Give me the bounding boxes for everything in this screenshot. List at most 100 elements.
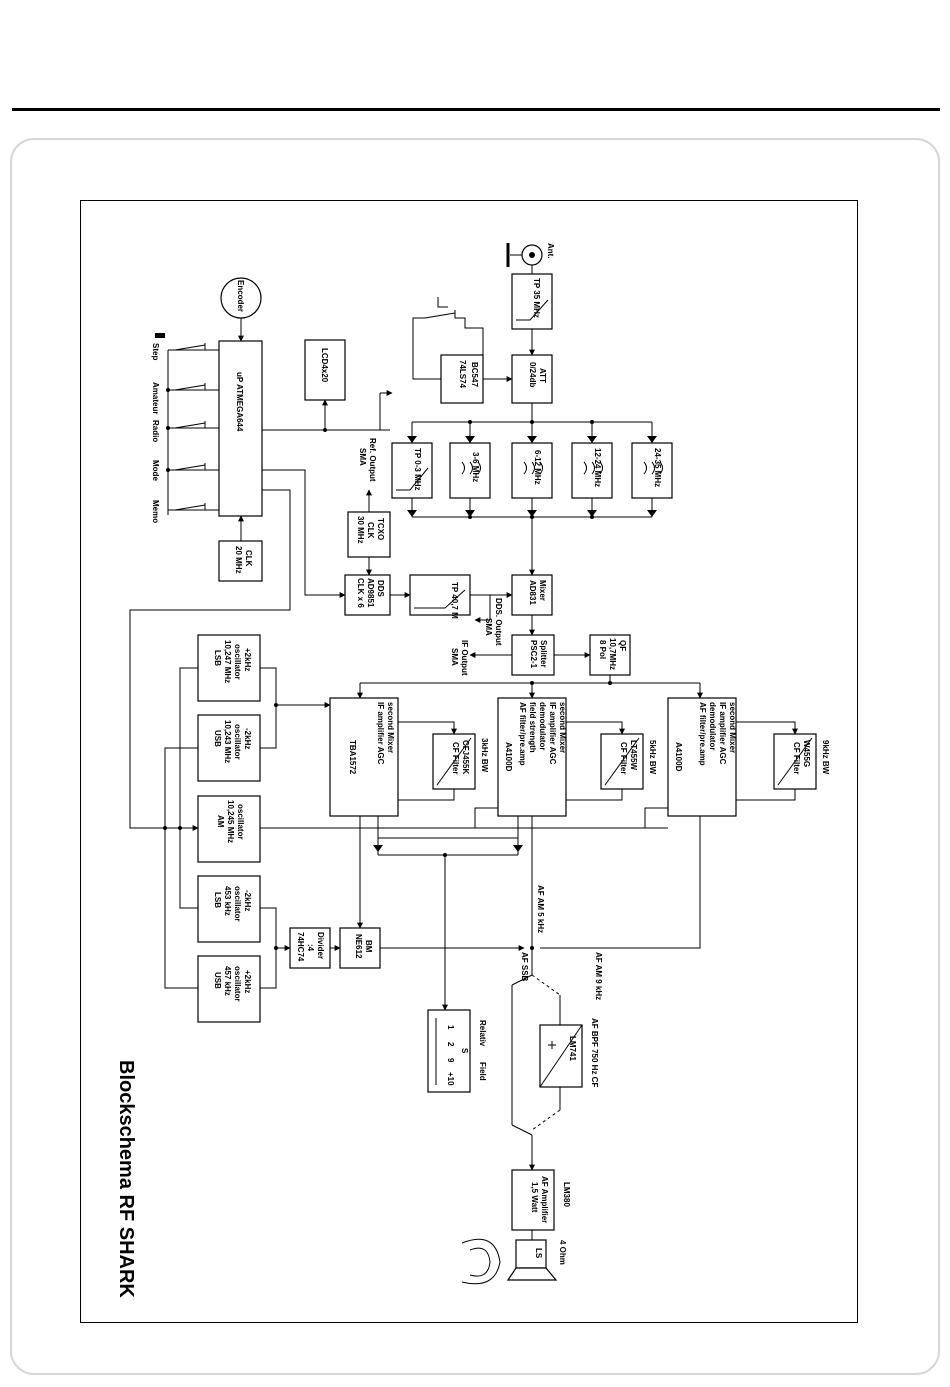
a4100d-block-1: second Mixer IF amplifier AGC demodulato…	[497, 697, 567, 817]
svg-text:3kHz BW: 3kHz BW	[480, 738, 489, 773]
svg-text:IF amplifier AGC: IF amplifier AGC	[718, 702, 727, 765]
svg-text:12-24 MHz: 12-24 MHz	[593, 448, 602, 487]
svg-text:AF filter/pre.amp: AF filter/pre.amp	[698, 702, 707, 766]
svg-text:oscillator: oscillator	[233, 644, 242, 680]
af-am9-label: AF AM 9 kHz	[594, 952, 603, 1000]
svg-text:CLK: CLK	[244, 550, 253, 567]
svg-text:LS: LS	[534, 1248, 543, 1259]
bm-block: BM NE612	[339, 927, 381, 969]
svg-text:A4100D: A4100D	[674, 742, 683, 772]
svg-text:9: 9	[446, 1058, 455, 1063]
svg-text:W455G: W455G	[802, 740, 811, 767]
switch-step: Step	[151, 343, 219, 360]
antenna: Ant.	[506, 243, 555, 267]
filter-12-24: 12-24 MHz	[571, 422, 613, 517]
osc-10243: -2kHz oscillator 10,243 MHz USB	[197, 714, 261, 782]
clk-block: CLK 20 MHz	[218, 540, 263, 582]
svg-text:Divider: Divider	[316, 932, 325, 959]
svg-text:second Mixer: second Mixer	[386, 702, 395, 753]
svg-text:1,5 Watt: 1,5 Watt	[530, 1182, 539, 1213]
svg-text:+10: +10	[446, 1072, 455, 1086]
osc-453: -2kHz oscillator 453 kHz LSB	[197, 875, 261, 943]
svg-text:second Mixer: second Mixer	[558, 702, 567, 753]
svg-text:Ref. Output: Ref. Output	[368, 438, 377, 482]
svg-text:CF Filter: CF Filter	[451, 742, 460, 774]
ref-output-label: Ref. Output SMA	[358, 438, 377, 482]
filter-24-35: 24-35 MHz	[631, 422, 673, 517]
svg-text:oscillator: oscillator	[233, 966, 242, 1002]
cf-3khz-filter: 3kHz BW CFJ455K CF Filter	[432, 733, 489, 790]
svg-text:QF: QF	[618, 640, 627, 651]
svg-text:Memo: Memo	[151, 500, 160, 523]
osc-10247: +2kHz oscillator 10,247 MHz LSB	[197, 634, 261, 702]
switch-mode: Mode	[151, 460, 219, 481]
svg-text:4 Ohm: 4 Ohm	[558, 1240, 567, 1265]
svg-text:TP 0-3 MHz: TP 0-3 MHz	[413, 448, 422, 491]
diagram-title: Blockschema RF SHARK	[115, 1060, 137, 1298]
svg-text:BC547: BC547	[470, 362, 479, 387]
bc547-block: BC547 74LS74	[440, 354, 484, 404]
field-strength-meter: Relativ Field S 1 2 9 +10	[427, 1009, 487, 1093]
af-bpf-block: AF BPF 750 Hz CF LM741	[539, 1018, 599, 1088]
svg-text:Amateur: Amateur	[151, 382, 160, 414]
svg-text:Splitter: Splitter	[539, 640, 548, 668]
af-am5-label: AF AM 5 kHz	[536, 885, 545, 933]
tcxo-block: TCXO CLK 30 MHz	[347, 511, 391, 558]
svg-text:AD831: AD831	[528, 580, 537, 605]
osc-457: +2kHz oscillator 457 kHz USB	[197, 955, 261, 1023]
svg-text:CF Filter: CF Filter	[792, 742, 801, 774]
filter-tp03: TP 0-3 MHz	[391, 422, 433, 517]
svg-text:CLK: CLK	[366, 522, 375, 539]
header-rule	[12, 108, 940, 111]
svg-text:10,7MHz: 10,7MHz	[608, 638, 617, 670]
svg-text:NE612: NE612	[354, 934, 363, 959]
svg-text:LM380: LM380	[562, 1182, 571, 1207]
lcd-block: LCD4x20	[304, 339, 346, 401]
svg-text:CLK x 6: CLK x 6	[356, 578, 365, 608]
svg-text:24-35 MHz: 24-35 MHz	[653, 448, 662, 487]
svg-text:oscillator: oscillator	[233, 724, 242, 760]
svg-text:SMA: SMA	[450, 648, 459, 666]
svg-text:Field: Field	[478, 1062, 487, 1081]
osc-10245: oscillator 10,245 MHz AM	[197, 795, 261, 863]
svg-text:Radio: Radio	[151, 420, 160, 442]
a4100d-block-2: second Mixer IF amplifier AGC demodulato…	[667, 697, 737, 817]
svg-text:LM741: LM741	[568, 1036, 577, 1061]
svg-text:+2kHz: +2kHz	[243, 648, 252, 671]
svg-text:TP 40,7 M: TP 40,7 M	[450, 582, 459, 619]
svg-text:Relativ: Relativ	[478, 1020, 487, 1047]
svg-text:20 MHz: 20 MHz	[234, 546, 243, 574]
svg-text:CF Filter: CF Filter	[619, 742, 628, 774]
svg-text:10,247 MHz: 10,247 MHz	[223, 640, 232, 683]
att-block: ATT 0/24db	[511, 354, 553, 404]
switch-amateur: Amateur	[151, 382, 219, 414]
tp40-block: TP 40,7 M	[409, 574, 471, 619]
svg-text:TCXO: TCXO	[376, 518, 385, 540]
cf-5khz-filter: 5kHz BW LT455W CF Filter	[600, 733, 657, 790]
svg-text:SMA: SMA	[358, 448, 367, 466]
svg-text:AF Amplifier: AF Amplifier	[540, 1176, 549, 1223]
svg-text:74HC74: 74HC74	[296, 932, 305, 962]
svg-text:+2kHz: +2kHz	[243, 970, 252, 993]
loudspeaker: LS 4 Ohm	[506, 1239, 567, 1281]
svg-text:3-6 MHz: 3-6 MHz	[471, 452, 480, 482]
dds-block: DDS AD9851 CLK x 6	[344, 574, 391, 616]
svg-text:457 kHz: 457 kHz	[223, 966, 232, 996]
svg-text:Encoder: Encoder	[236, 280, 245, 312]
svg-text:TBA1572: TBA1572	[348, 740, 357, 775]
svg-text:oscillator: oscillator	[236, 804, 245, 840]
dds-output-label: DDS. Output SMA	[484, 598, 503, 646]
svg-text:demodulator: demodulator	[538, 702, 547, 750]
af-ssb-label: AF SSB	[520, 952, 529, 982]
svg-text:Mode: Mode	[151, 460, 160, 481]
svg-text:30 MHz: 30 MHz	[356, 516, 365, 544]
svg-text:DDS. Output: DDS. Output	[494, 598, 503, 646]
svg-text:AF filter/pre.amp: AF filter/pre.amp	[518, 702, 527, 766]
svg-text:demodulator: demodulator	[708, 702, 717, 750]
svg-text:A4100D: A4100D	[504, 742, 513, 772]
svg-text:S: S	[460, 1048, 469, 1054]
svg-text:AD9851: AD9851	[366, 578, 375, 608]
svg-text:2: 2	[446, 1042, 455, 1047]
svg-text:DDS: DDS	[376, 580, 385, 598]
